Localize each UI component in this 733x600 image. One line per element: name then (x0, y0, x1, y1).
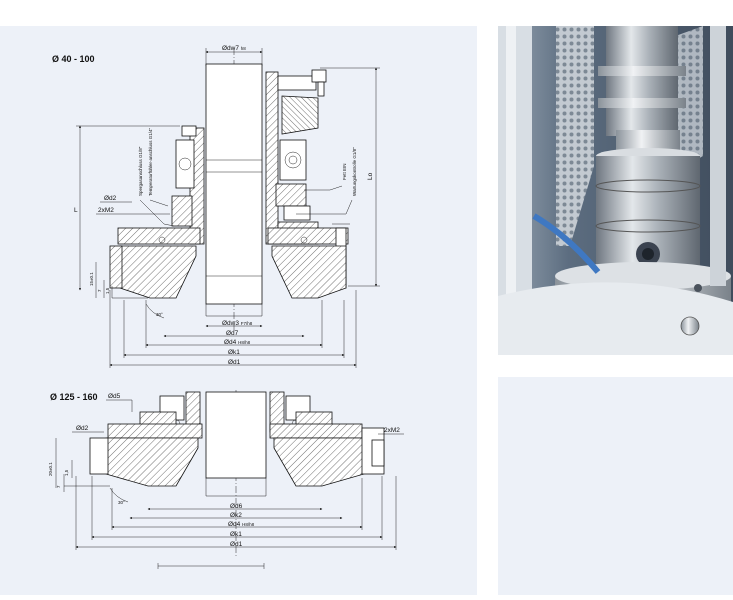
dim-label-1-5-bottom: 1,5 (64, 469, 69, 476)
flange-plate-left (117, 227, 201, 245)
dim-label-dw3: Ødw3 F7/h8 (222, 320, 253, 327)
tank-flange-left (119, 245, 197, 299)
label-m2-bottom: 2xM2 (384, 427, 400, 434)
label-d5-bottom: Ød5 (108, 393, 121, 400)
label-wartung: Wartungskontrolle G1/8" (352, 147, 357, 196)
technical-drawing-panel: Ø 40 - 100 Ødw7 h8 Spergasanschluss G1/8… (0, 26, 477, 595)
bottom-drawing-title: Ø 125 - 160 (50, 392, 98, 402)
tank-flange-bottom-right (273, 437, 365, 487)
seal-photo-illustration (498, 26, 733, 355)
dim-label-d4: Ød4 H8/h8 (224, 339, 251, 346)
label-temperature: Temperaturfühler-anschluss G1/4" (148, 127, 153, 196)
label-d2-top: Ød2 (104, 195, 117, 202)
dim-label-angle-bottom: 30° (118, 500, 125, 505)
label-m2-top: 2xM2 (98, 207, 114, 214)
blank-panel (498, 377, 733, 595)
dim-label-lo: Lo (367, 172, 374, 180)
drive-shaft (606, 26, 678, 136)
dim-label-k1-bottom: Øk1 (230, 531, 242, 538)
shaft-bottom (205, 391, 267, 479)
dim-label-d1: Ød1 (228, 359, 241, 366)
dim-label-k1: Øk1 (228, 349, 240, 356)
flange-plate-bottom-left (107, 423, 203, 439)
dim-label-20: 20±0.1 (48, 462, 53, 476)
tank-flange-right (271, 245, 347, 299)
housing-right-upper (265, 71, 279, 245)
top-drawing-title: Ø 40 - 100 (52, 54, 95, 64)
dim-label-d7: Ød7 (226, 330, 239, 337)
dim-label-d6: Ød6 (230, 503, 243, 510)
shaft-top (205, 63, 263, 305)
dim-label-7-top: 7 (97, 289, 102, 292)
seal-cross-section-drawing: Ø 40 - 100 Ødw7 h8 Spergasanschluss G1/8… (48, 45, 404, 569)
label-fett: Fett EIN (342, 163, 347, 180)
dim-label-k2: Øk2 (230, 512, 242, 519)
dim-label-15: 15±0.1 (89, 272, 94, 286)
dim-label-angle-top: 30° (156, 312, 163, 317)
mesh-guard (556, 26, 594, 246)
flange-plate-right (267, 227, 349, 245)
product-photo (498, 26, 733, 355)
bearing-cover-right (281, 95, 319, 135)
dim-label-d4-bottom: Ød4 H8/h8 (228, 521, 255, 528)
label-d2-bottom: Ød2 (76, 425, 89, 432)
flange-plate-bottom-right (269, 423, 363, 439)
dim-label-1-5-top: 1,5 (105, 287, 110, 294)
dim-label-dw7: Ødw7 h8 (222, 45, 246, 52)
label-spergas: Spergasanschluss G1/8" (138, 146, 143, 196)
tank-flange-bottom-left (105, 437, 199, 487)
dim-label-7-bottom: 7 (56, 485, 61, 488)
dim-label-d1-bottom: Ød1 (230, 541, 243, 548)
dim-label-l: L (74, 207, 78, 214)
grease-nipple (311, 69, 327, 83)
